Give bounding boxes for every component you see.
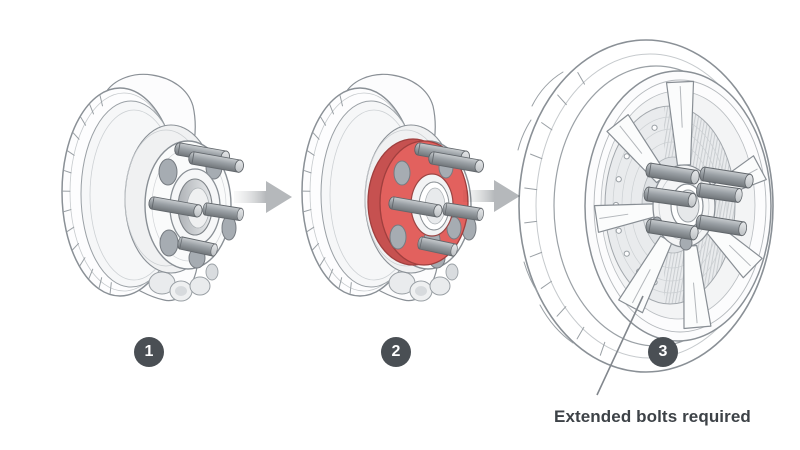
tire-shoulder-lines — [517, 71, 574, 344]
step-2-badge: 2 — [381, 337, 411, 367]
arrow-step2-to-step3-icon — [463, 180, 520, 212]
tire-tread-marks — [524, 72, 606, 356]
step-1-badge: 1 — [134, 337, 164, 367]
arrow-step1-to-step2-icon — [234, 181, 292, 213]
extended-bolts-annotation: Extended bolts required — [554, 407, 751, 426]
step-3-wheel-assembly — [517, 39, 774, 373]
leader-line — [596, 295, 644, 396]
step-2-illustration — [301, 73, 484, 302]
step-1-illustration — [61, 73, 244, 302]
step-3-badge: 3 — [648, 337, 678, 367]
